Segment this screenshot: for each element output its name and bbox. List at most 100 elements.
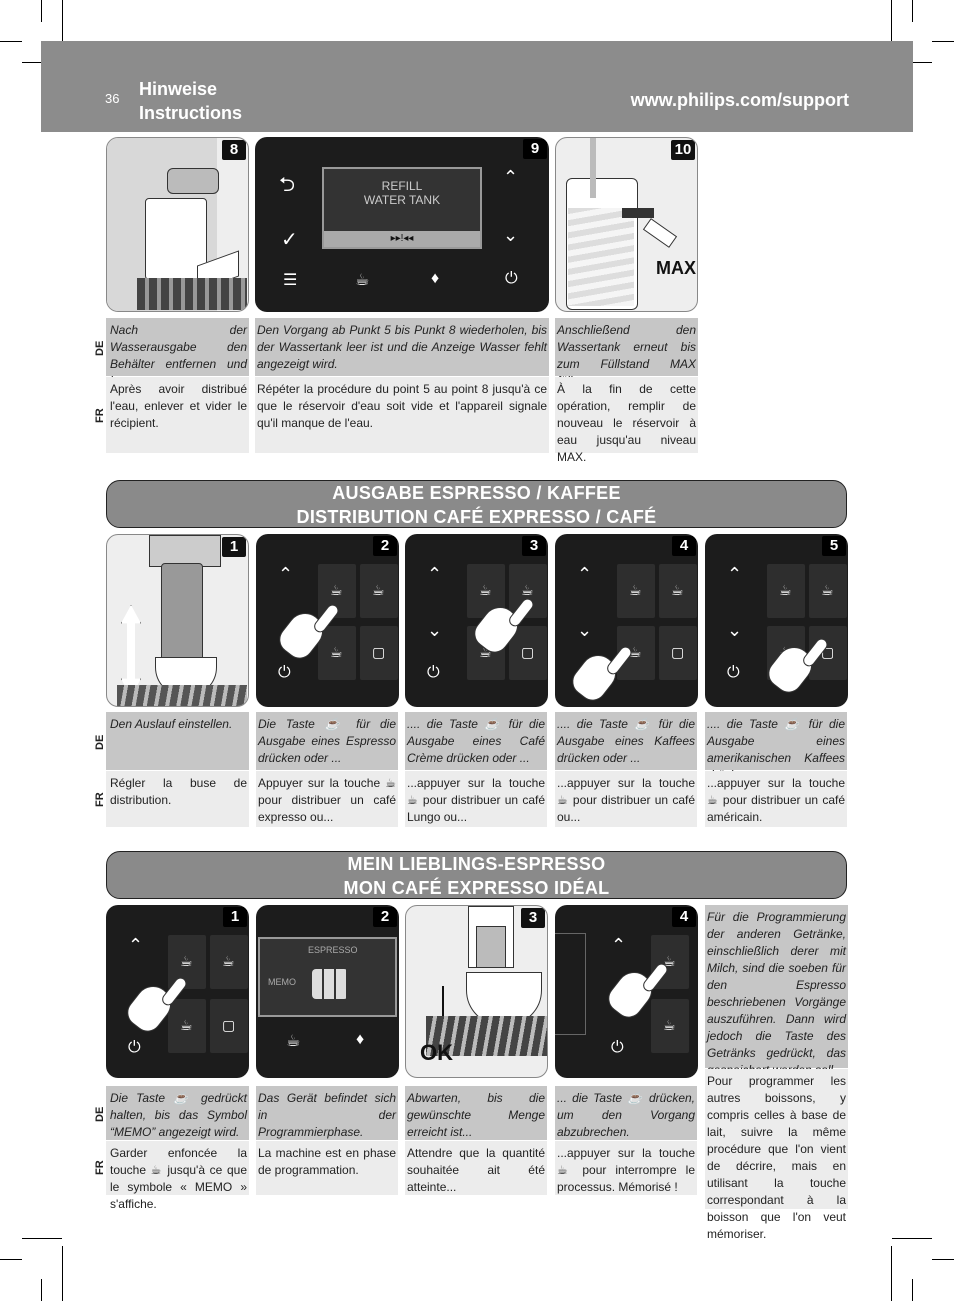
down-arrow-icon[interactable]: ⌄ [727,620,743,640]
mug-icon: ▢ [521,644,535,660]
step-text-8: DE Nach der Wasserausgabe den Behälter e… [94,318,249,453]
espresso-cup-icon: ☕ [629,582,642,598]
text-fr: ...appuyer sur la touche ☕ pour distribu… [555,771,697,827]
memo-step-text-3: Abwarten, bis die gewünschte Menge errei… [405,1086,547,1195]
power-icon[interactable]: ⏻ [128,1039,141,1056]
up-arrow-icon[interactable]: ⌃ [611,935,627,955]
crop-mark [912,0,913,22]
ok-label: OK [420,1040,453,1065]
power-icon[interactable]: ⏻ [278,664,291,681]
text-de: DE Nach der Wasserausgabe den Behälter e… [94,318,249,388]
text-fr: FR Garder enfoncée la touche ☕ jusqu'à c… [94,1141,249,1211]
page-header: 36 Hinweise Instructions www.philips.com… [41,41,913,132]
section-banner-espresso: AUSGABE ESPRESSO / KAFFEE DISTRIBUTION C… [106,480,847,528]
coffee-cup-icon: ☕ [222,953,235,969]
step-text-9: Den Vorgang ab Punkt 5 bis Punkt 8 wiede… [255,318,549,453]
note-de: Für die Programmierung der anderen Geträ… [705,905,848,1077]
crop-mark [41,1279,42,1301]
espresso-cup-icon: ☕ [180,953,193,969]
display-screen: REFILL WATER TANK ▸▸!◂◂ [322,167,482,249]
power-icon[interactable]: ⏻ [611,1039,624,1056]
special-drinks-icon[interactable]: ☕ [286,1033,301,1050]
illustration-stop-save: ⌃ ⌄ ⏻ ☕ ☕ 4 [555,905,698,1078]
espresso-cup-icon: ☕ [330,582,343,598]
americano-button[interactable]: ▢ [360,626,398,680]
max-label: MAX [656,258,696,278]
step-number: 3 [521,908,545,928]
coffee-cup-icon: ☕ [629,644,642,660]
mug-icon: ▢ [222,1017,236,1033]
coffee-button[interactable]: ☕ [651,999,689,1053]
aroma-icon[interactable]: ♦ [431,270,440,287]
down-arrow-icon[interactable]: ⌄ [503,225,519,245]
coffee-button[interactable]: ☕ [318,626,356,680]
cafe-creme-button[interactable]: ☕ [210,935,248,989]
lang-label-fr: FR [94,1160,106,1175]
power-icon[interactable]: ⏻ [727,664,740,681]
text-fr: À la fin de cette opération, remplir de … [555,377,698,464]
programming-note: Für die Programmierung der anderen Geträ… [705,905,848,1241]
up-arrow-icon[interactable]: ⌃ [577,564,593,584]
text-de: DE Den Auslauf einstellen. [94,712,249,770]
mug-icon: ▢ [671,644,685,660]
ok-check-icon[interactable]: ✓ [281,229,298,251]
display-line-2: WATER TANK [363,193,441,207]
text-fr: FR Régler la buse de distribution. [94,771,249,827]
cafe-creme-button[interactable]: ☕ [659,564,697,618]
americano-button[interactable]: ▢ [210,999,248,1053]
special-drinks-icon[interactable]: ☕ [355,272,370,289]
illustration-remove-container: 8 [106,137,249,312]
step-number: 8 [222,140,246,160]
text-de: Anschließend den Wassertank erneut bis z… [555,318,698,388]
cafe-creme-button[interactable]: ☕ [809,564,847,618]
text-fr: ...appuyer sur la touche ☕ pour distribu… [405,771,547,827]
crop-mark [891,0,892,55]
cafe-creme-button[interactable]: ☕ [360,564,398,618]
text-fr: La machine est en phase de programmation… [256,1141,398,1195]
power-icon[interactable]: ⏻ [427,664,440,681]
header-title-de: Hinweise [139,79,218,99]
text-fr: ...appuyer sur la touche ☕ pour distribu… [705,771,847,827]
coffee-button[interactable]: ☕ [168,999,206,1053]
crop-mark [932,41,954,42]
text-de: .... die Taste ☕ für die Ausgabe eines K… [555,712,697,770]
back-icon[interactable]: ⮌ [279,174,296,196]
crop-mark [891,1246,892,1301]
step-number: 4 [672,536,696,556]
lang-label-fr: FR [94,408,106,423]
illustration-water-tank-max: MAX 10 [555,137,698,312]
brew-step-text-1: DE Den Auslauf einstellen. FR Régler la … [94,712,249,827]
display-line-1: REFILL [381,179,423,193]
step-number: 4 [672,907,696,927]
display-title: ESPRESSO [308,945,358,955]
espresso-button[interactable]: ☕ [767,564,805,618]
up-arrow-icon[interactable]: ⌃ [727,564,743,584]
up-arrow-icon[interactable]: ⌃ [503,167,519,187]
americano-button[interactable]: ▢ [659,626,697,680]
coffee-cup-icon: ☕ [663,1017,676,1033]
down-arrow-icon[interactable]: ⌄ [427,620,443,640]
down-arrow-icon[interactable]: ⌄ [577,620,593,640]
menu-icon[interactable]: ☰ [283,272,298,289]
up-arrow-icon[interactable]: ⌃ [427,564,443,584]
step-number: 2 [373,907,397,927]
memo-step-text-4: ... die Taste ☕ drücken, um den Vorgang … [555,1086,697,1195]
up-arrow-icon[interactable]: ⌃ [128,935,144,955]
espresso-button[interactable]: ☕ [617,564,655,618]
memo-label: MEMO [268,977,296,987]
crop-mark [22,1238,62,1239]
aroma-icon[interactable]: ♦ [356,1031,365,1048]
americano-button[interactable]: ▢ [509,626,547,680]
support-url[interactable]: www.philips.com/support [630,90,849,110]
crop-mark [0,41,22,42]
coffee-cup-icon: ☕ [521,582,534,598]
brew-step-text-4: .... die Taste ☕ für die Ausgabe eines K… [555,712,697,827]
lang-label-de: DE [94,734,106,750]
section-banner-favourite: MEIN LIEBLINGS-ESPRESSO MON CAFÉ EXPRESS… [106,851,847,899]
power-icon[interactable]: ⏻ [505,270,518,287]
pointing-hand-icon [566,647,624,707]
up-arrow-icon[interactable]: ⌃ [278,564,294,584]
header-title-fr: Instructions [139,103,243,123]
step-number: 2 [373,536,397,556]
mug-icon: ▢ [372,644,386,660]
